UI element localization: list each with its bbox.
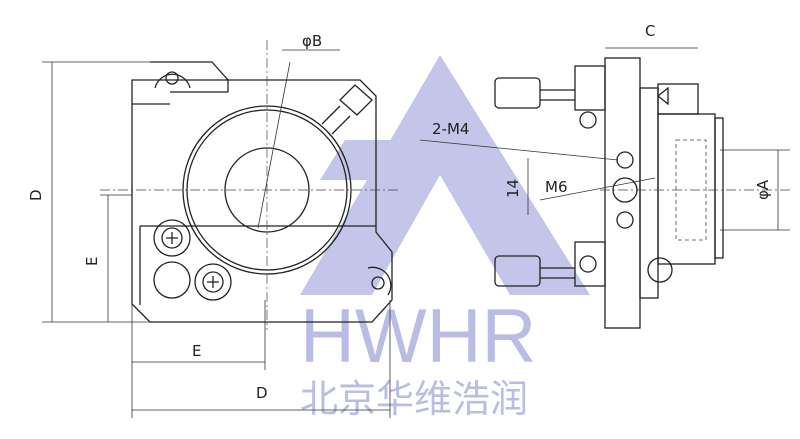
- dim-e-horizontal: E: [192, 342, 201, 360]
- side-view: C φA 2-M4 14 M6: [419, 22, 790, 329]
- dim-d-horizontal: D: [256, 384, 268, 402]
- front-view: [100, 40, 400, 330]
- watermark-logo: HWHR 北京华维浩润: [300, 55, 590, 421]
- watermark-company: 北京华维浩润: [300, 379, 528, 421]
- watermark-brand: HWHR: [300, 294, 536, 379]
- dimensions: D E E D φB: [27, 32, 391, 418]
- dim-c: C: [645, 22, 655, 40]
- dim-14: 14: [504, 179, 522, 198]
- label-2-m4: 2-M4: [432, 120, 469, 138]
- dim-phi-b: φB: [302, 32, 322, 50]
- dim-d-vertical: D: [27, 189, 45, 201]
- label-m6: M6: [545, 178, 568, 196]
- dim-e-vertical: E: [83, 257, 101, 266]
- dim-phi-a: φA: [754, 179, 772, 200]
